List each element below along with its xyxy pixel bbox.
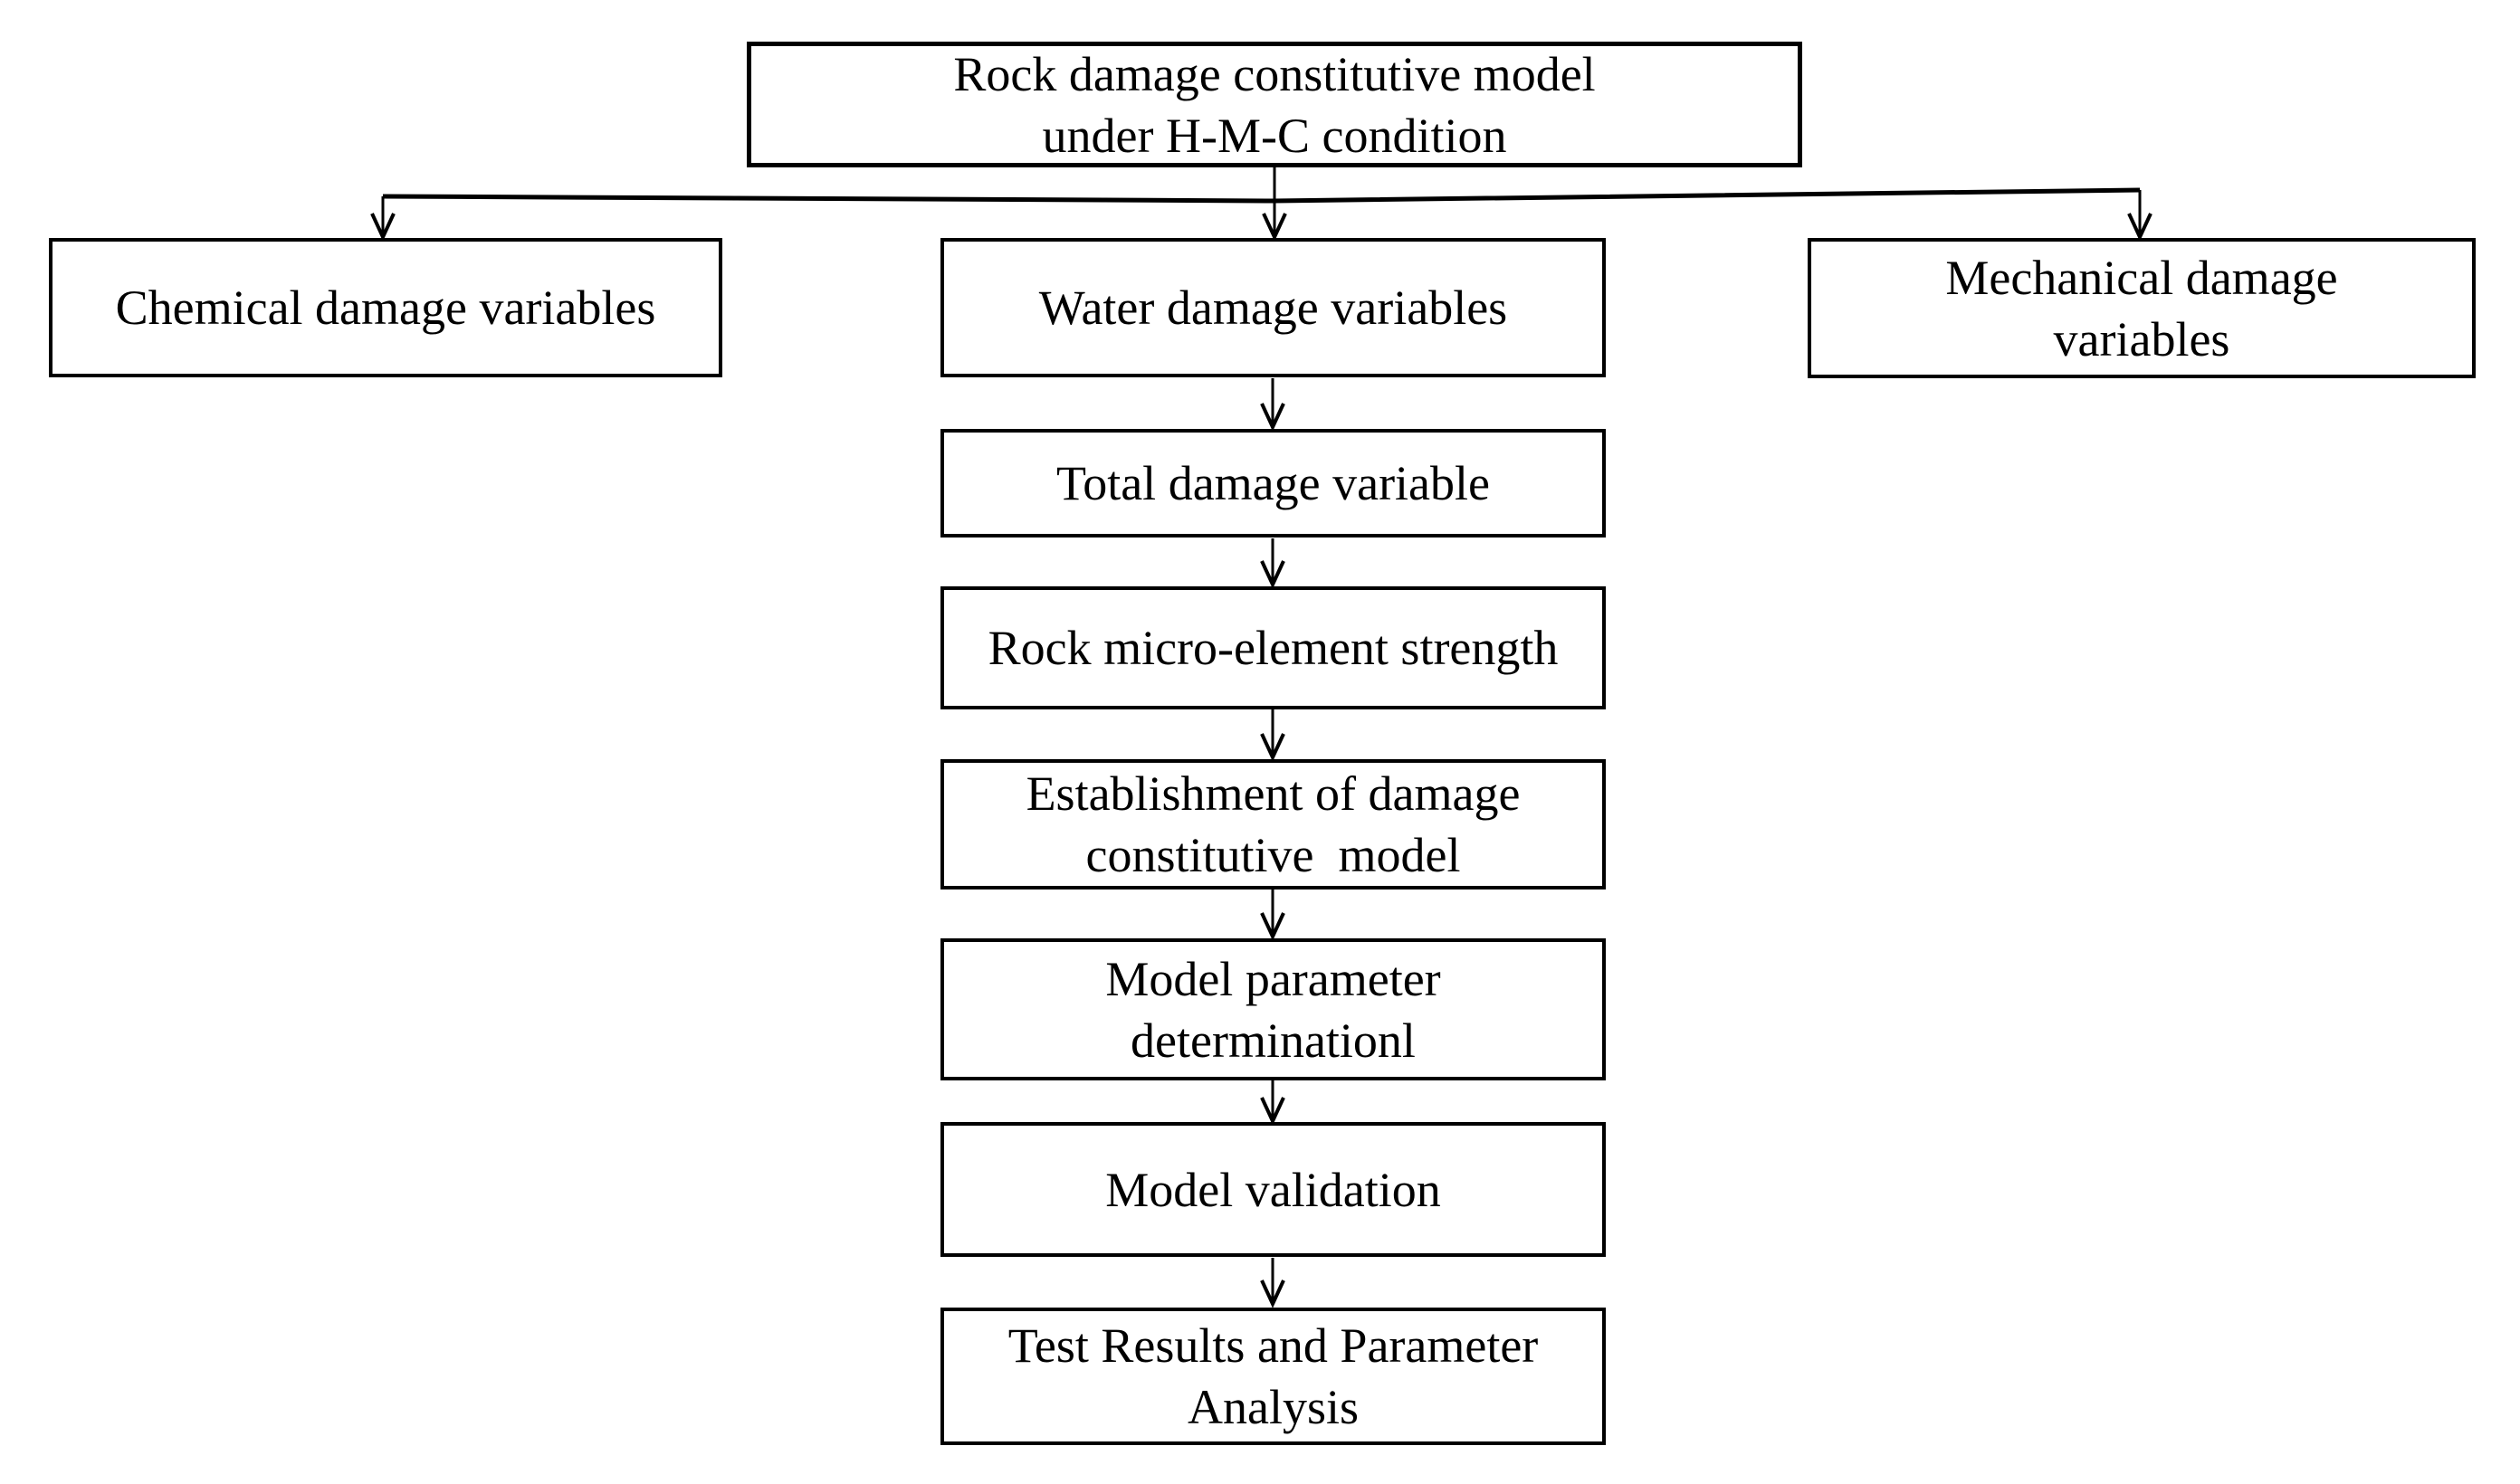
node-validation-label: Model validation (1105, 1162, 1441, 1217)
node-water-label: Water damage variables (1038, 281, 1508, 335)
edge-micro-to-establish (1260, 709, 1285, 762)
node-model-validation: Model validation (940, 1122, 1606, 1257)
edge-root-branch-rail (382, 187, 2141, 204)
arrowhead-icon (1260, 912, 1285, 941)
edge-total-to-micro (1260, 538, 1285, 589)
edge-establish-to-param (1260, 889, 1285, 941)
node-model-parameter-determination: Model parameter determinationl (940, 938, 1606, 1080)
edge-param-to-validation (1260, 1080, 1285, 1126)
node-results-label: Test Results and Parameter Analysis (1007, 1318, 1539, 1434)
arrowhead-icon (1262, 213, 1287, 242)
node-root-label: Rock damage constitutive model under H-M… (953, 46, 1596, 163)
arrowhead-icon (1260, 560, 1285, 589)
node-chemical-damage-variables: Chemical damage variables (49, 238, 722, 377)
node-mechanical-label: Mechanical damage variables (1945, 250, 2338, 366)
node-establish-label: Establishment of damage constitutive mod… (1026, 766, 1521, 882)
arrowhead-icon (1260, 733, 1285, 762)
node-test-results-and-parameter-analysis: Test Results and Parameter Analysis (940, 1308, 1606, 1445)
node-total-damage-variable: Total damage variable (940, 429, 1606, 537)
node-water-damage-variables: Water damage variables (940, 238, 1606, 377)
node-param-label: Model parameter determinationl (1105, 951, 1441, 1068)
node-establishment-of-damage-constitutive-model: Establishment of damage constitutive mod… (940, 759, 1606, 889)
arrowhead-icon (1260, 1097, 1285, 1126)
edge-root-to-chemical (370, 196, 396, 242)
arrowhead-icon (2127, 213, 2152, 242)
node-chemical-label: Chemical damage variables (115, 281, 656, 335)
node-total-label: Total damage variable (1056, 456, 1490, 510)
arrowhead-icon (1260, 1279, 1285, 1308)
node-root: Rock damage constitutive model under H-M… (747, 42, 1802, 167)
node-rock-micro-element-strength: Rock micro-element strength (940, 586, 1606, 709)
edge-water-to-total (1260, 378, 1285, 432)
node-micro-label: Rock micro-element strength (988, 621, 1559, 675)
edge-root-to-mechanical (2127, 190, 2152, 242)
edge-validation-to-results (1260, 1258, 1285, 1308)
arrowhead-icon (1260, 403, 1285, 432)
arrowhead-icon (370, 213, 396, 242)
node-mechanical-damage-variables: Mechanical damage variables (1808, 238, 2476, 378)
edge-root-to-water (1262, 167, 1287, 242)
